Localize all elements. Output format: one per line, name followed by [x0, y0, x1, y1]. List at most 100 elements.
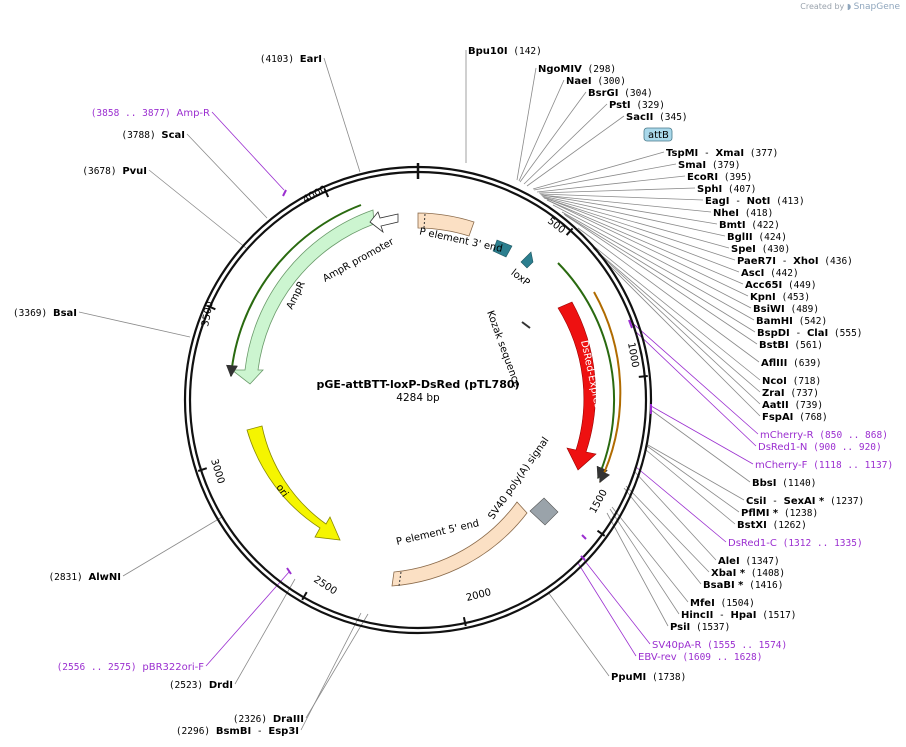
ampr-feature[interactable] [230, 209, 375, 385]
connector-line [205, 571, 290, 667]
sv40-feature[interactable] [529, 497, 559, 526]
site-position: (561) [789, 340, 823, 351]
connector-line [580, 555, 651, 645]
kozak-feature[interactable] [521, 321, 531, 329]
site-position: (1738) [646, 672, 686, 683]
site-name: BstXI [737, 520, 767, 531]
enzyme-label-bpu10i[interactable]: Bpu10I (142) [468, 46, 542, 57]
enzyme-label-kpni[interactable]: KpnI (453) [750, 292, 810, 303]
enzyme-label-bsrgi[interactable]: BsrGI (304) [588, 88, 653, 99]
enzyme-label-fspai[interactable]: FspAI (768) [762, 412, 828, 423]
enzyme-label-bstbi[interactable]: BstBI (561) [759, 340, 823, 351]
site-name: XbaI * [711, 568, 746, 579]
p5-feature[interactable] [391, 501, 528, 587]
enzyme-label-bamhi[interactable]: BamHI (542) [756, 316, 827, 327]
loxp-feature-2[interactable] [520, 251, 534, 269]
enzyme-label-ecori[interactable]: EcoRI (395) [687, 172, 752, 183]
attb-badge[interactable]: attB [643, 127, 673, 142]
enzyme-label-alwni[interactable]: (2831) AlwNI [48, 572, 121, 583]
enzyme-label-eari[interactable]: (4103) EarI [260, 54, 322, 65]
enzyme-label-aatii[interactable]: AatII (739) [762, 400, 823, 411]
connector-line [563, 213, 756, 333]
svg-text:BstXI (1262): BstXI (1262) [737, 520, 807, 531]
enzyme-label-sacii[interactable]: SacII (345) [626, 112, 688, 123]
enzyme-label-csii[interactable]: CsiI - SexAI * (1237) [746, 496, 864, 507]
enzyme-label-scai[interactable]: (3788) ScaI [121, 130, 185, 141]
enzyme-label-ngomiv[interactable]: NgoMIV (298) [538, 64, 616, 75]
primer-label-ebvrev[interactable]: EBV-rev (1609 .. 1628) [638, 652, 763, 663]
label-kozak: Kozak sequence [484, 309, 522, 389]
enzyme-label-aflii[interactable]: AflIII (639) [761, 358, 822, 369]
enzyme-label-bmti[interactable]: BmtI (422) [719, 220, 780, 231]
enzyme-label-psii[interactable]: PsiI (1537) [670, 622, 730, 633]
enzyme-label-pflmi[interactable]: PflMI * (1238) [741, 508, 818, 519]
site-name: BglII [727, 232, 753, 243]
connector-line [543, 197, 736, 261]
enzyme-label-bbsi[interactable]: BbsI (1140) [752, 478, 817, 489]
tick-mark [323, 188, 330, 198]
ori-feature[interactable] [246, 425, 341, 541]
svg-text:Bpu10I (142): Bpu10I (142) [468, 46, 542, 57]
enzyme-label-bglii[interactable]: BglII (424) [727, 232, 787, 243]
mcherryr-site [628, 319, 633, 329]
site-name: SmaI [678, 160, 706, 171]
svg-text:PpuMI (1738): PpuMI (1738) [611, 672, 686, 683]
enzyme-label-pvui[interactable]: (3678) PvuI [82, 166, 147, 177]
enzyme-label-tspmi[interactable]: TspMI - XmaI (377) [666, 148, 778, 159]
enzyme-label-naei[interactable]: NaeI (300) [566, 76, 626, 87]
site-position: (3858 .. 3877) [91, 108, 177, 119]
enzyme-label-sphi[interactable]: SphI (407) [697, 184, 757, 195]
enzyme-label-nhei[interactable]: NheI (418) [713, 208, 773, 219]
connector-line [647, 444, 745, 501]
primer-label-dsred1c[interactable]: DsRed1-C (1312 .. 1335) [728, 538, 863, 549]
p3-feature[interactable] [417, 212, 475, 237]
primer-label-sv40par[interactable]: SV40pA-R (1555 .. 1574) [652, 640, 787, 651]
enzyme-label-alei[interactable]: AleI (1347) [718, 556, 780, 567]
primer-label-mcherryf[interactable]: mCherry-F (1118 .. 1137) [755, 460, 893, 471]
site-name: PvuI [122, 166, 147, 177]
site-position: (413) [770, 196, 804, 207]
enzyme-label-xbai[interactable]: XbaI * (1408) [711, 568, 785, 579]
site-position: (718) [787, 376, 821, 387]
site-position: (1609 .. 1628) [677, 652, 763, 663]
enzyme-label-bstxi[interactable]: BstXI (1262) [737, 520, 807, 531]
enzyme-label-ppumi[interactable]: PpuMI (1738) [611, 672, 686, 683]
site-position: (639) [787, 358, 821, 369]
enzyme-label-drdi[interactable]: (2523) DrdI [169, 680, 233, 691]
amprp-feature[interactable] [369, 211, 399, 234]
enzyme-label-draiii[interactable]: (2326) DraIII [233, 714, 304, 725]
primer-label-mcherryr[interactable]: mCherry-R (850 .. 868) [760, 430, 888, 441]
primer-label-pbr322[interactable]: (2556 .. 2575) pBR322ori-F [57, 662, 205, 673]
enzyme-label-bsiwi[interactable]: BsiWI (489) [753, 304, 819, 315]
primer-label-dsred1n[interactable]: DsRed1-N (900 .. 920) [758, 442, 882, 453]
site-position: (2556 .. 2575) [57, 662, 143, 673]
enzyme-label-paer7i[interactable]: PaeR7I - XhoI (436) [737, 256, 853, 267]
enzyme-label-bsai[interactable]: (3369) BsaI [13, 308, 77, 319]
site-position: (4103) [260, 54, 300, 65]
enzyme-label-hincii[interactable]: HincII - HpaI (1517) [681, 610, 797, 621]
primer-label-ampr_p[interactable]: (3858 .. 3877) Amp-R [91, 108, 210, 119]
site-name: AleI [718, 556, 740, 567]
enzyme-label-smai[interactable]: SmaI (379) [678, 160, 740, 171]
dsred-feature[interactable] [557, 301, 597, 471]
loxp-feature[interactable] [492, 239, 513, 258]
site-name: EarI [300, 54, 322, 65]
enzyme-label-eagi[interactable]: EagI - NotI (413) [705, 196, 805, 207]
enzyme-label-bsabi[interactable]: BsaBI * (1416) [703, 580, 783, 591]
site-name: DsRed1-N [758, 442, 807, 453]
enzyme-label-ncoi[interactable]: NcoI (718) [762, 376, 821, 387]
svg-text:XbaI * (1408): XbaI * (1408) [711, 568, 785, 579]
enzyme-label-bspdi[interactable]: BspDI - ClaI (555) [757, 328, 863, 339]
connector-line [542, 196, 730, 249]
enzyme-label-acc65i[interactable]: Acc65I (449) [745, 280, 817, 291]
site-position: (1312 .. 1335) [777, 538, 863, 549]
enzyme-label-asci[interactable]: AscI (442) [741, 268, 799, 279]
enzyme-label-mfei[interactable]: MfeI (1504) [690, 598, 755, 609]
enzyme-label-bsmbi[interactable]: (2296) BsmBI - Esp3I [176, 726, 299, 737]
svg-text:(4103) EarI: (4103) EarI [260, 54, 322, 65]
enzyme-label-zrai[interactable]: ZraI (737) [762, 388, 819, 399]
enzyme-label-spei[interactable]: SpeI (430) [731, 244, 790, 255]
enzyme-label-psti[interactable]: PstI (329) [609, 100, 665, 111]
site-name: mCherry-R [760, 430, 814, 441]
site-name: Amp-R [177, 108, 211, 119]
